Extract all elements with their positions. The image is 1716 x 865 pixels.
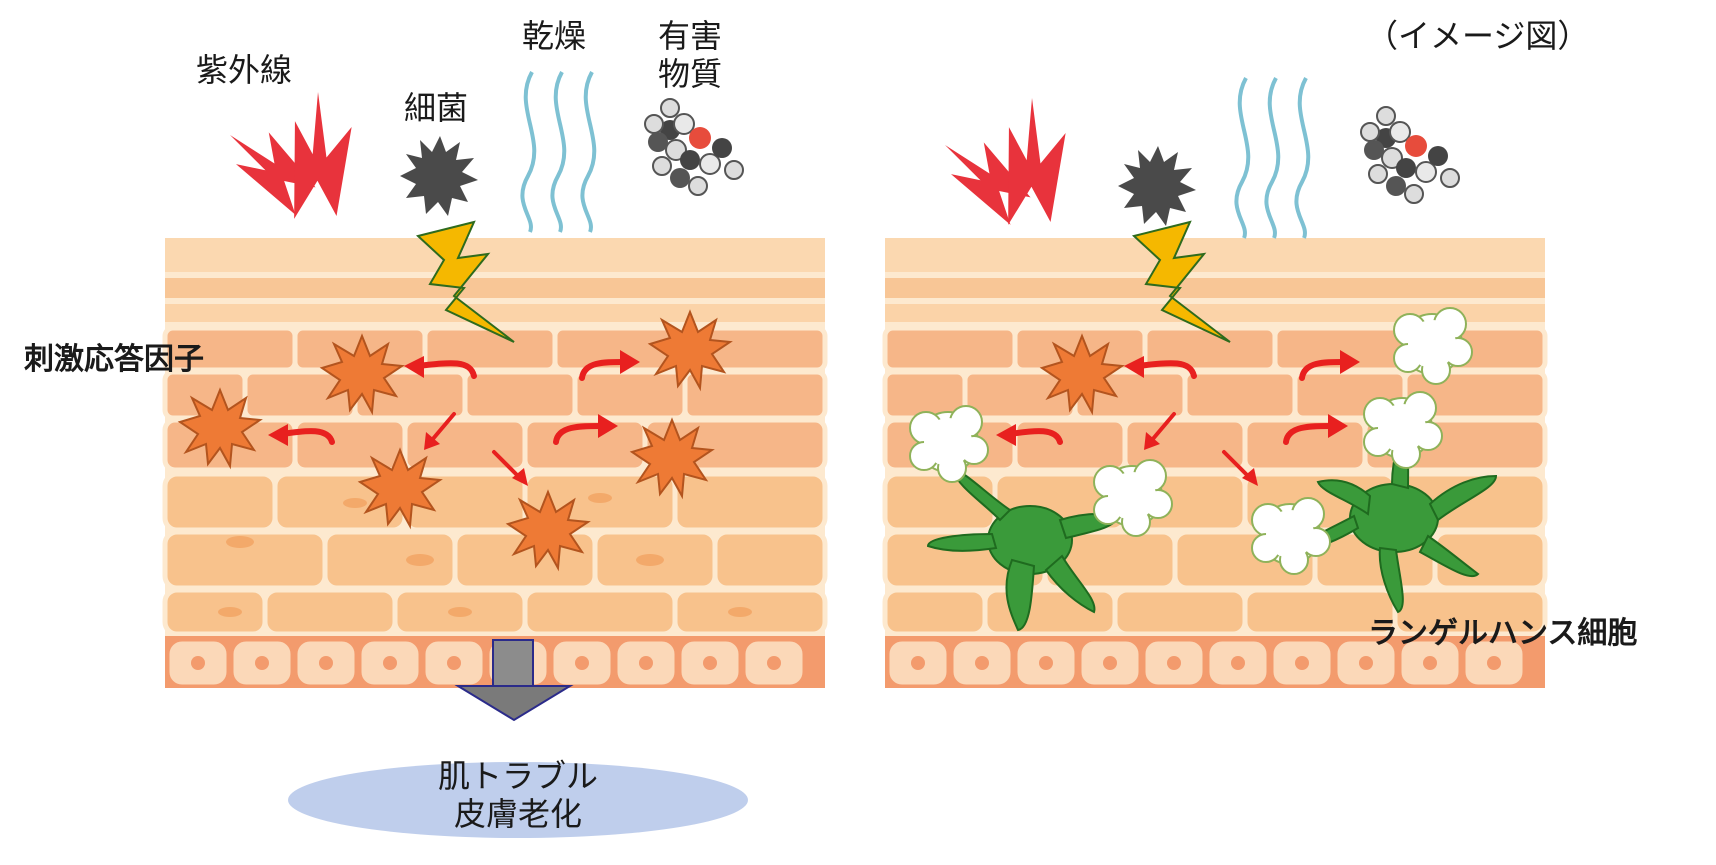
image-note: （イメージ図）: [1366, 17, 1590, 55]
langerhans-cell-label: ランゲルハンス細胞: [1368, 616, 1638, 651]
langerhans-cell-icon: [926, 468, 1120, 632]
dryness-wave-icon: [1234, 77, 1311, 239]
dryness-wave-icon: [520, 71, 597, 233]
outcome-line1: 肌トラブル: [438, 757, 599, 795]
harmful-molecule-icon: [644, 98, 744, 196]
down-arrow-icon: [454, 639, 574, 722]
dryness-label: 乾燥: [522, 17, 587, 55]
bacteria-icon: [1118, 146, 1196, 226]
harmful-label-line1: 有害: [658, 17, 723, 55]
langerhans-cell-icon: [1300, 436, 1498, 614]
outcome-label: 肌トラブル 皮膚老化: [438, 757, 599, 834]
stimulus-response-factor-label: 刺激応答因子: [24, 342, 204, 377]
outcome-line2: 皮膚老化: [454, 794, 583, 833]
left-skin-block: [162, 238, 828, 688]
bacteria-label: 細菌: [404, 89, 469, 127]
harmful-label-line2: 物質: [658, 54, 723, 93]
uv-label: 紫外線: [196, 51, 293, 89]
outcome-glow: [288, 762, 748, 838]
uv-lightning-icon: [220, 86, 388, 236]
harmful-substance-label: 有害 物質: [658, 17, 723, 94]
signal-arrows: [268, 350, 640, 486]
harmful-molecule-icon: [1360, 106, 1460, 204]
signal-arrows: [996, 350, 1360, 486]
uv-lightning-icon: [935, 92, 1102, 242]
bacteria-icon: [400, 136, 478, 216]
